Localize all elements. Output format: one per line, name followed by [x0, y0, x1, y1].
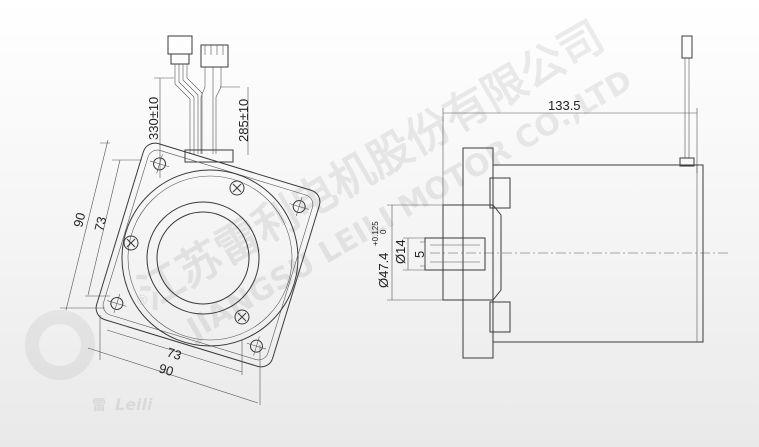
- pilot-diameter-label: Ø47.4: [376, 253, 391, 288]
- overall-length-label: 133.5: [548, 98, 581, 113]
- shaft: [424, 237, 486, 271]
- watermark-logo-text: Leili: [115, 395, 153, 414]
- motor-body-circle: [121, 169, 299, 347]
- watermark-logo-cn: 雷: [92, 397, 106, 414]
- pilot-tol-upper: +0.125: [371, 221, 380, 246]
- rotor-circle: [146, 201, 260, 315]
- flange-outer-bottom-label: 90: [157, 361, 175, 380]
- flange: [95, 142, 321, 368]
- motor-body: [492, 164, 704, 343]
- hole-pitch-left-label: 73: [91, 215, 109, 233]
- watermark: 江苏雷利电机股份有限公司 JIANGSU LEILI MOTOR CO.,LTD…: [25, 11, 638, 414]
- watermark-logo-icon: [25, 310, 95, 380]
- pilot: [442, 204, 464, 301]
- side-view: 133.5 Ø47.4 +0.125 0 Ø14 5: [371, 35, 730, 359]
- hole-pitch-bottom-label: 73: [165, 345, 183, 364]
- connector-2: [200, 44, 229, 68]
- flange-outer-left-label: 90: [70, 211, 88, 229]
- key-width-label: 5: [412, 251, 427, 258]
- shaft-diameter-label: Ø14: [393, 239, 408, 264]
- front-view: 330±10 285±10 90 73 73 90: [60, 35, 321, 405]
- lead-length-1-label: 330±10: [146, 97, 161, 140]
- watermark-registered: ®: [135, 293, 149, 309]
- lead-length-2-label: 285±10: [236, 99, 251, 142]
- side-connector: [681, 35, 693, 59]
- screw-icon: [123, 180, 250, 325]
- pilot-tol-lower: 0: [379, 229, 388, 234]
- connector-1: [167, 35, 193, 55]
